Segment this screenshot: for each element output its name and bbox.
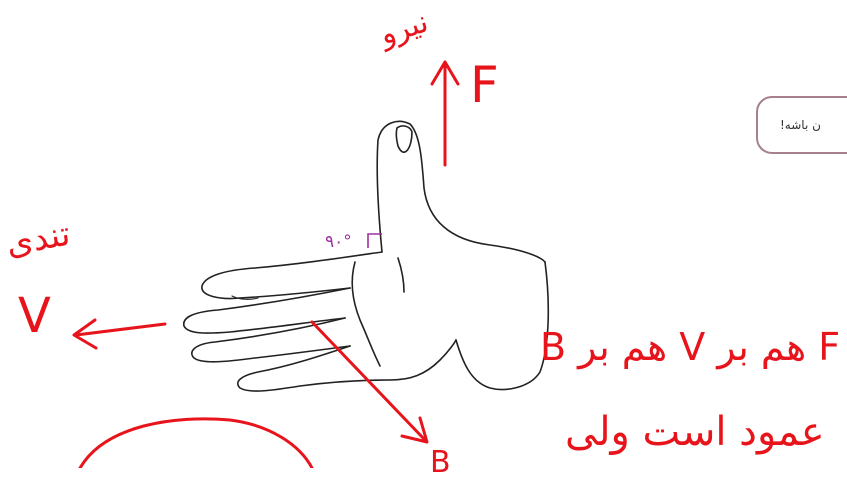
force-symbol-label: F [470, 60, 499, 110]
thumbnail [396, 126, 412, 152]
angle-label: ۹۰° [325, 232, 352, 252]
palm-edge [390, 340, 456, 380]
rule-note-line2: عمود است ولی [565, 412, 825, 452]
thumb-base-crease [398, 258, 404, 292]
speed-symbol-label: V [18, 292, 51, 340]
thumb-outline [377, 121, 545, 262]
callout-text: ن باشه! [780, 118, 821, 132]
index-finger [202, 252, 382, 299]
ink-circle [80, 419, 312, 468]
field-symbol-label: B [430, 448, 451, 478]
ring-finger [192, 318, 350, 362]
diagram-canvas [0, 0, 847, 468]
hand-back [456, 262, 548, 389]
palm-crease [352, 262, 380, 366]
callout-box: ن باشه! [756, 96, 847, 154]
rule-note-line1: F هم بر V هم بر B [540, 328, 840, 366]
little-finger [238, 346, 390, 391]
hand-drawing [184, 121, 549, 391]
speed-label-fa: تندی [4, 217, 73, 262]
